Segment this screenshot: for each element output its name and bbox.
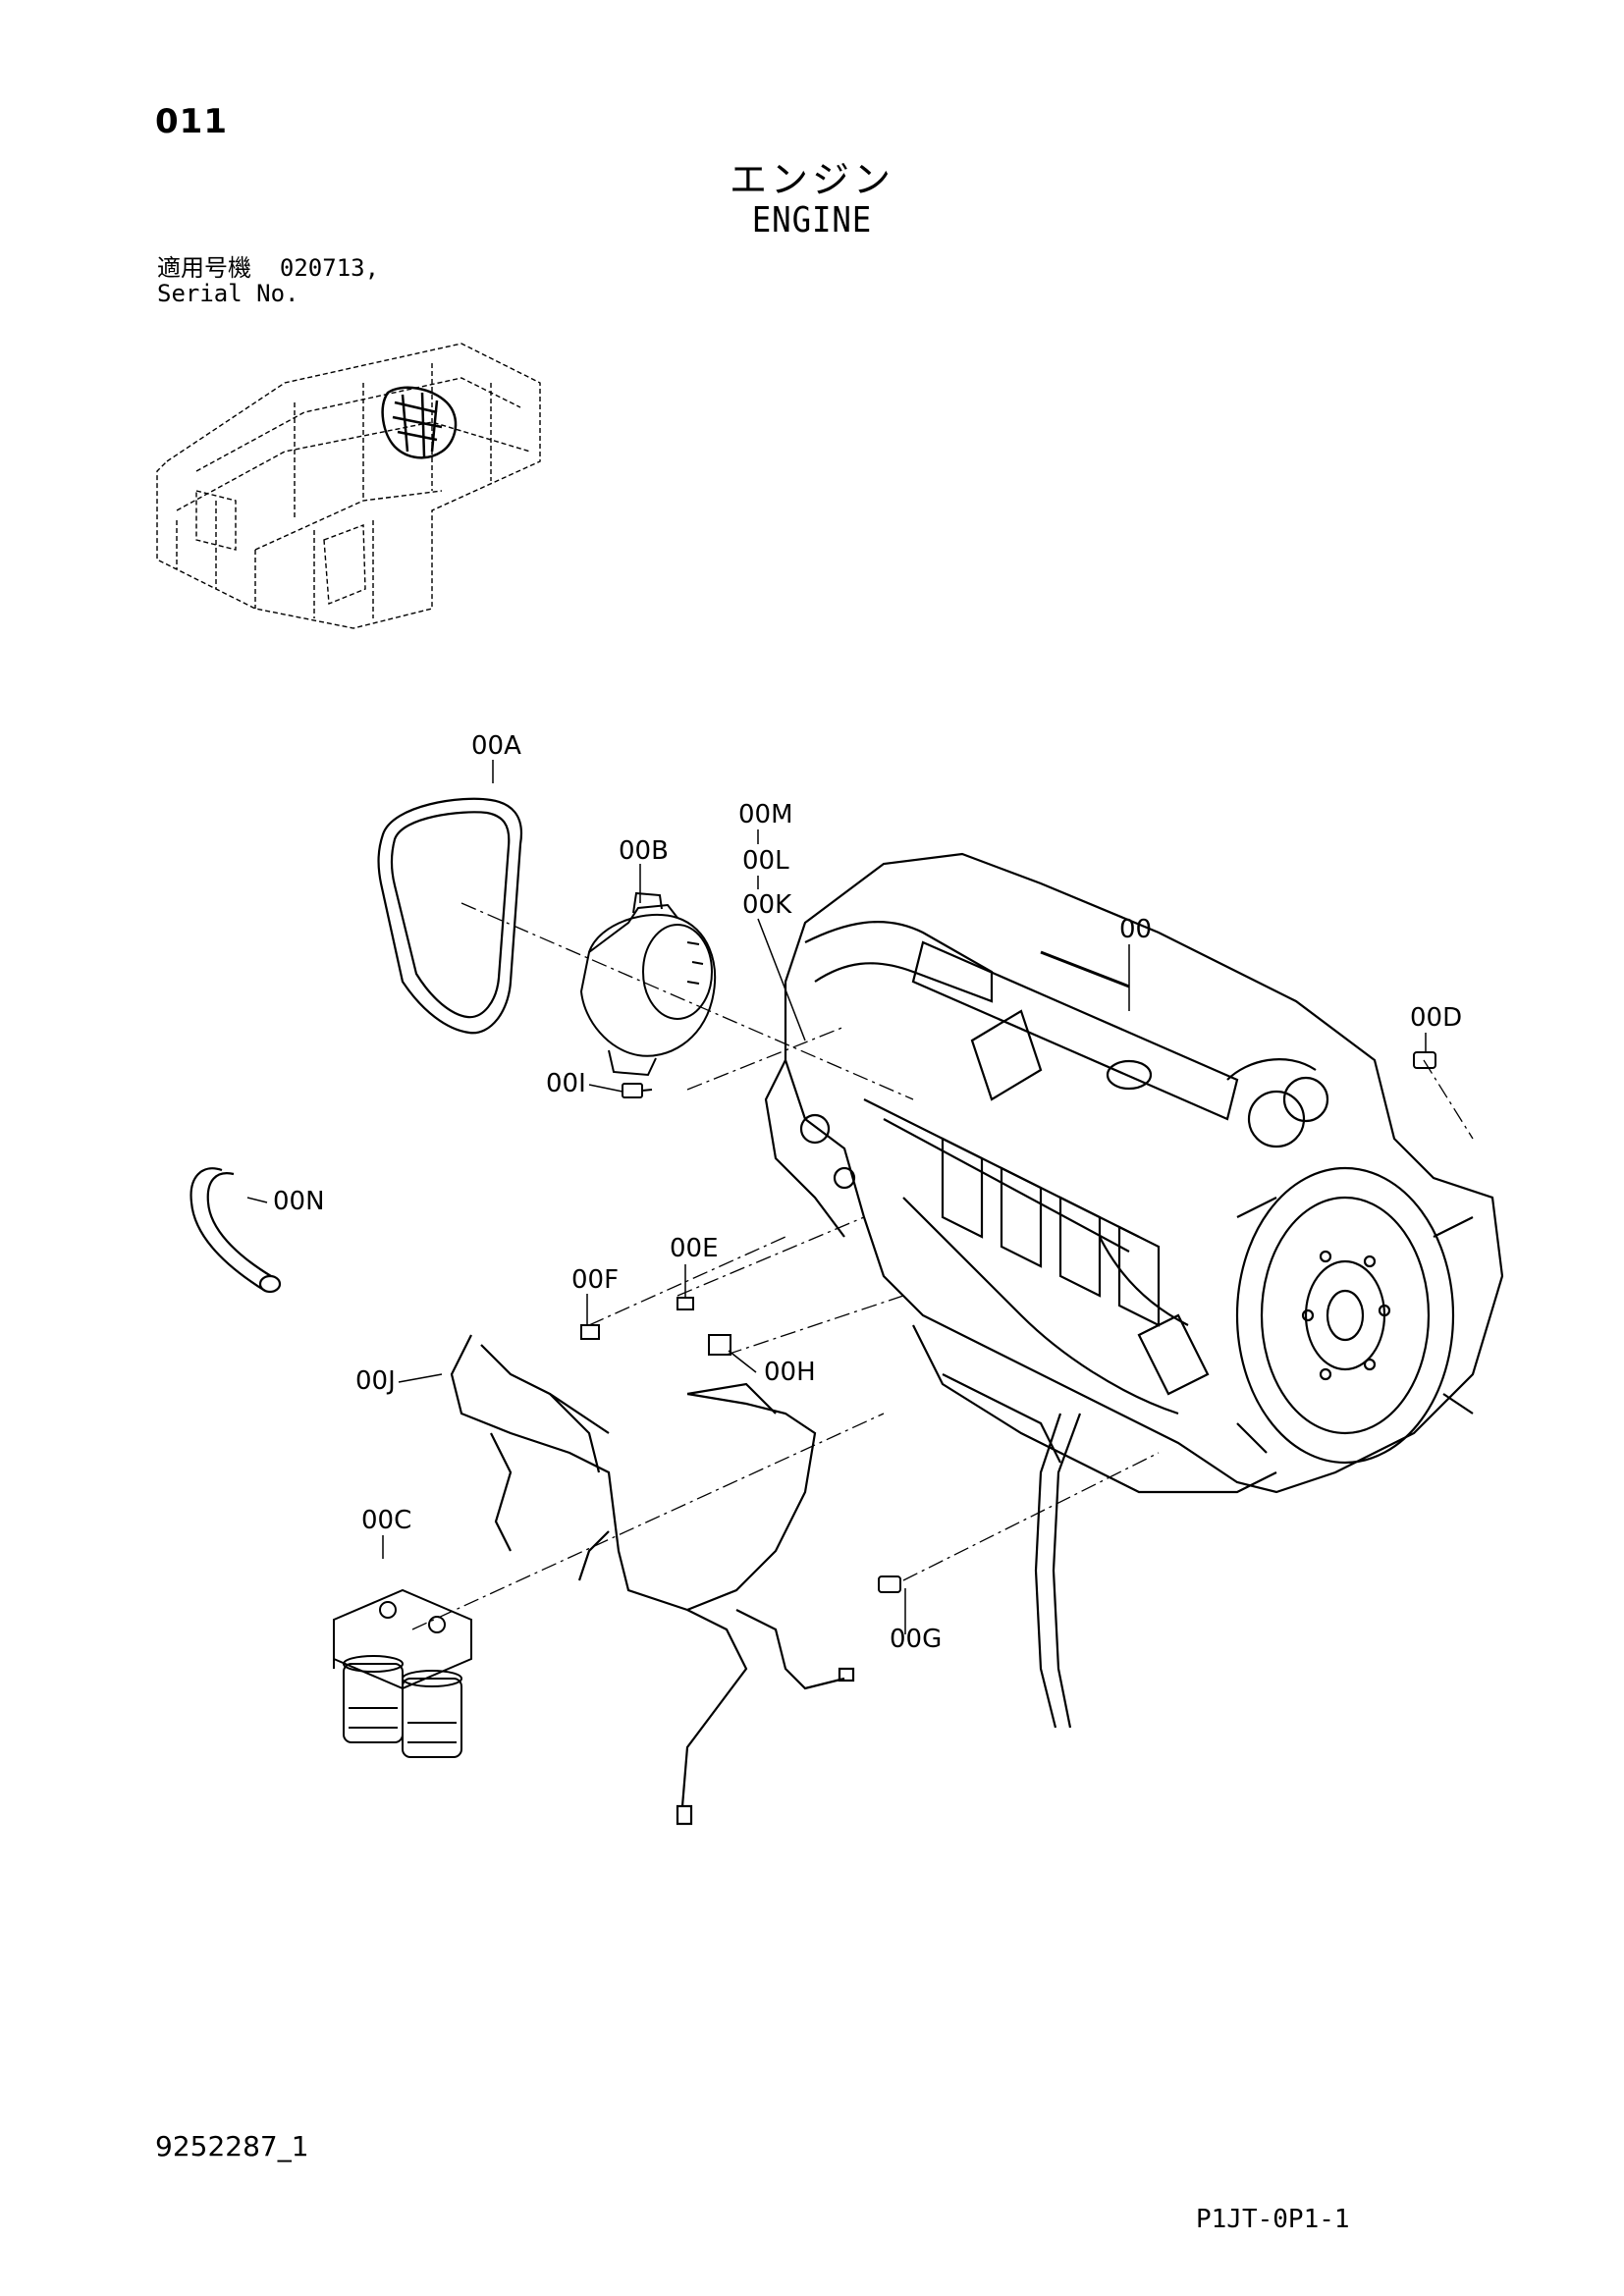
callout-hose: 00N bbox=[273, 1187, 325, 1216]
page-title: ENGINE bbox=[751, 200, 873, 240]
callout-alternator: 00B bbox=[619, 836, 669, 866]
callout-d: 00D bbox=[1410, 1003, 1462, 1033]
callout-f: 00F bbox=[571, 1265, 619, 1295]
coolant-hose-shape bbox=[189, 1167, 282, 1294]
callout-filter: 00C bbox=[361, 1506, 411, 1535]
callout-h: 00H bbox=[764, 1358, 816, 1387]
serial-info: 適用号機 020713, Serial No. bbox=[157, 255, 379, 306]
engine-shape bbox=[764, 852, 1504, 1729]
document-id: 9252287_1 bbox=[155, 2130, 309, 2163]
callout-l: 00L bbox=[742, 846, 789, 876]
serial-value: 020713, bbox=[279, 254, 380, 282]
alternator-shape bbox=[579, 891, 717, 1077]
callout-g: 00G bbox=[890, 1625, 942, 1654]
fuel-filter-shape bbox=[333, 1588, 472, 1758]
engine-exploded-diagram: 00A 00M 00B 00L 00K 00 00D 00I 00N 00E 0… bbox=[189, 731, 1504, 1826]
page-number: 011 bbox=[155, 102, 228, 141]
serial-label-en: Serial No. bbox=[157, 280, 299, 307]
machine-location-thumbnail bbox=[156, 343, 541, 629]
callout-m: 00M bbox=[738, 800, 793, 829]
wiring-harness-shape bbox=[450, 1334, 855, 1826]
callout-k: 00K bbox=[742, 890, 792, 920]
callout-harness: 00J bbox=[355, 1366, 396, 1396]
sheet-code: P1JT-0P1-1 bbox=[1196, 2205, 1350, 2234]
serial-label-jp: 適用号機 bbox=[157, 254, 251, 282]
callout-belt: 00A bbox=[471, 731, 521, 761]
belt-shape bbox=[377, 797, 523, 1035]
page-title-japanese: エンジン bbox=[729, 158, 894, 201]
callout-e: 00E bbox=[670, 1234, 719, 1263]
callout-i: 00I bbox=[546, 1069, 586, 1098]
callout-engine: 00 bbox=[1119, 915, 1152, 944]
